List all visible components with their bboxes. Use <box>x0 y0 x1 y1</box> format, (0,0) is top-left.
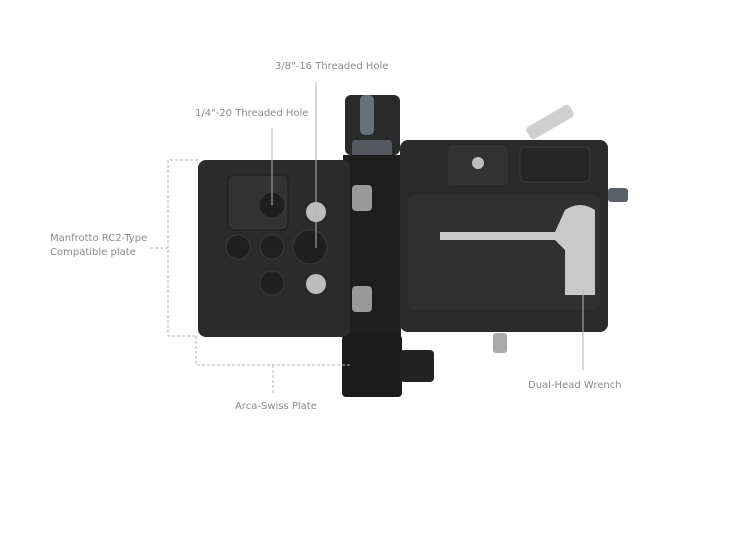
callout-manfrotto-line1: Manfrotto RC2-Type <box>50 233 148 244</box>
center-clamp <box>342 95 434 397</box>
callout-1-4-threaded-hole: 1/4"-20 Threaded Hole <box>195 108 309 119</box>
callout-manfrotto-line2: Compatible plate <box>50 247 136 258</box>
leader-lines <box>150 82 584 395</box>
callout-arca-swiss-plate: Arca-Swiss Plate <box>235 401 317 412</box>
main-body <box>400 104 628 353</box>
manfrotto-plate <box>198 160 350 337</box>
callout-dual-head-wrench: Dual-Head Wrench <box>528 380 622 391</box>
callout-3-8-threaded-hole: 3/8"-16 Threaded Hole <box>275 61 389 72</box>
